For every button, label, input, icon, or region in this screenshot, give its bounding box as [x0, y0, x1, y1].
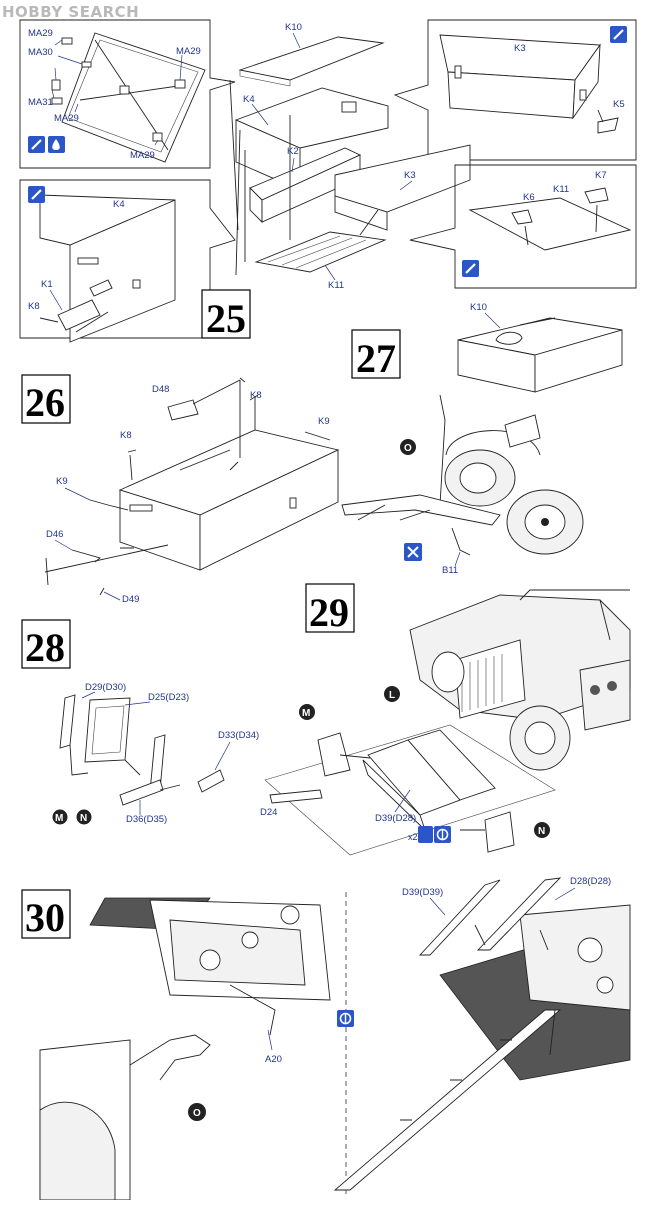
decal-icon [404, 543, 422, 561]
label-k10: K10 [285, 22, 302, 33]
svg-text:O: O [193, 1108, 201, 1119]
label-k4: K4 [243, 94, 255, 105]
label-k10: K10 [470, 302, 487, 313]
label-d46: D46 [46, 529, 63, 540]
step-number-27: 27 [351, 329, 401, 381]
inset-k3-k5: K3 K5 [393, 19, 637, 161]
label-k8: K8 [250, 390, 262, 401]
label-k3: K3 [404, 170, 416, 181]
svg-text:N: N [80, 813, 87, 824]
label-d36: D36(D35) [126, 814, 167, 825]
callout-m: M [52, 809, 68, 825]
step29-halftrack-front: L [384, 589, 631, 771]
svg-text:L: L [389, 690, 395, 701]
svg-text:30: 30 [25, 895, 65, 940]
label-k7: K7 [595, 170, 607, 181]
svg-text:27: 27 [356, 336, 396, 381]
symmetry-icon [434, 826, 451, 843]
label-ma29: MA29 [130, 150, 155, 161]
label-a20: A20 [265, 1054, 282, 1065]
paint-icon [462, 260, 479, 277]
step-number-26: 26 [21, 374, 71, 425]
label-k1: K1 [41, 279, 53, 290]
step30-right-ramps: D39(D39) D28(D28) [333, 876, 631, 1191]
step30-left-tow-hitch: A20 O [39, 897, 331, 1201]
trailer-box-exploded: K10 K4 K2 K3 K11 [229, 22, 471, 291]
label-ma31: MA31 [28, 97, 53, 108]
quantity-label: x2 [408, 832, 418, 842]
step29-ramp-assembly: D24 D39(D28) M N x2 [260, 704, 556, 856]
label-k8: K8 [28, 301, 40, 312]
svg-text:25: 25 [206, 296, 246, 341]
label-ma29: MA29 [176, 46, 201, 57]
label-k4: K4 [113, 199, 125, 210]
label-k9: K9 [318, 416, 330, 427]
paint-icon [28, 186, 45, 203]
step-number-30: 30 [21, 889, 71, 940]
cement-icon [48, 136, 65, 153]
step26-box-assembly: D48 K8 K8 K9 K9 D46 D49 [44, 377, 340, 605]
paint-icon [28, 136, 45, 153]
callout-m: M [299, 704, 315, 720]
inset-k6-k7: K7 K6 K11 [409, 164, 637, 289]
inset-k4-k1: K4 K1 K8 [19, 179, 236, 343]
label-k11: K11 [553, 184, 569, 195]
svg-text:28: 28 [25, 625, 65, 670]
step27-trailer: K10 B11 O [341, 302, 623, 576]
label-d24: D24 [260, 807, 277, 818]
callout-n: N [534, 822, 550, 838]
quantity-box [418, 826, 433, 843]
label-ma29: MA29 [54, 113, 79, 124]
inset-ma-parts: MA29 MA30 MA29 MA31 MA29 MA29 [19, 19, 236, 169]
label-k11: K11 [328, 280, 344, 291]
callout-o: O [188, 1103, 206, 1121]
label-d33: D33(D34) [218, 730, 259, 741]
step-number-29: 29 [305, 583, 355, 635]
label-d48: D48 [152, 384, 169, 395]
label-k6: K6 [523, 192, 535, 203]
svg-text:M: M [55, 813, 63, 824]
step28-bracket-parts: D29(D30) D25(D23) D33(D34) D36(D35) M N [52, 682, 259, 825]
svg-text:26: 26 [25, 380, 65, 425]
label-ma29: MA29 [28, 28, 53, 39]
label-d39-d28: D39(D28) [375, 813, 416, 824]
callout-n: N [76, 809, 92, 825]
label-d25: D25(D23) [148, 692, 189, 703]
symmetry-icon [337, 1010, 354, 1027]
label-k2: K2 [287, 146, 299, 157]
svg-text:O: O [404, 443, 412, 454]
callout-l: L [384, 686, 400, 702]
label-k8: K8 [120, 430, 132, 441]
label-b11: B11 [442, 565, 458, 576]
label-k9: K9 [56, 476, 68, 487]
svg-text:29: 29 [309, 590, 349, 635]
label-k3: K3 [514, 43, 526, 54]
label-d39-d39: D39(D39) [402, 887, 443, 898]
label-d29: D29(D30) [85, 682, 126, 693]
label-ma30: MA30 [28, 47, 53, 58]
label-d49: D49 [122, 594, 139, 605]
svg-text:N: N [538, 826, 545, 837]
step-number-28: 28 [21, 619, 71, 670]
label-k5: K5 [613, 99, 625, 110]
paint-icon [610, 26, 627, 43]
label-d28-d28: D28(D28) [570, 876, 611, 887]
watermark: HOBBY SEARCH [2, 3, 140, 21]
step-number-25: 25 [201, 289, 251, 341]
callout-o: O [400, 439, 416, 455]
svg-text:M: M [302, 708, 310, 719]
